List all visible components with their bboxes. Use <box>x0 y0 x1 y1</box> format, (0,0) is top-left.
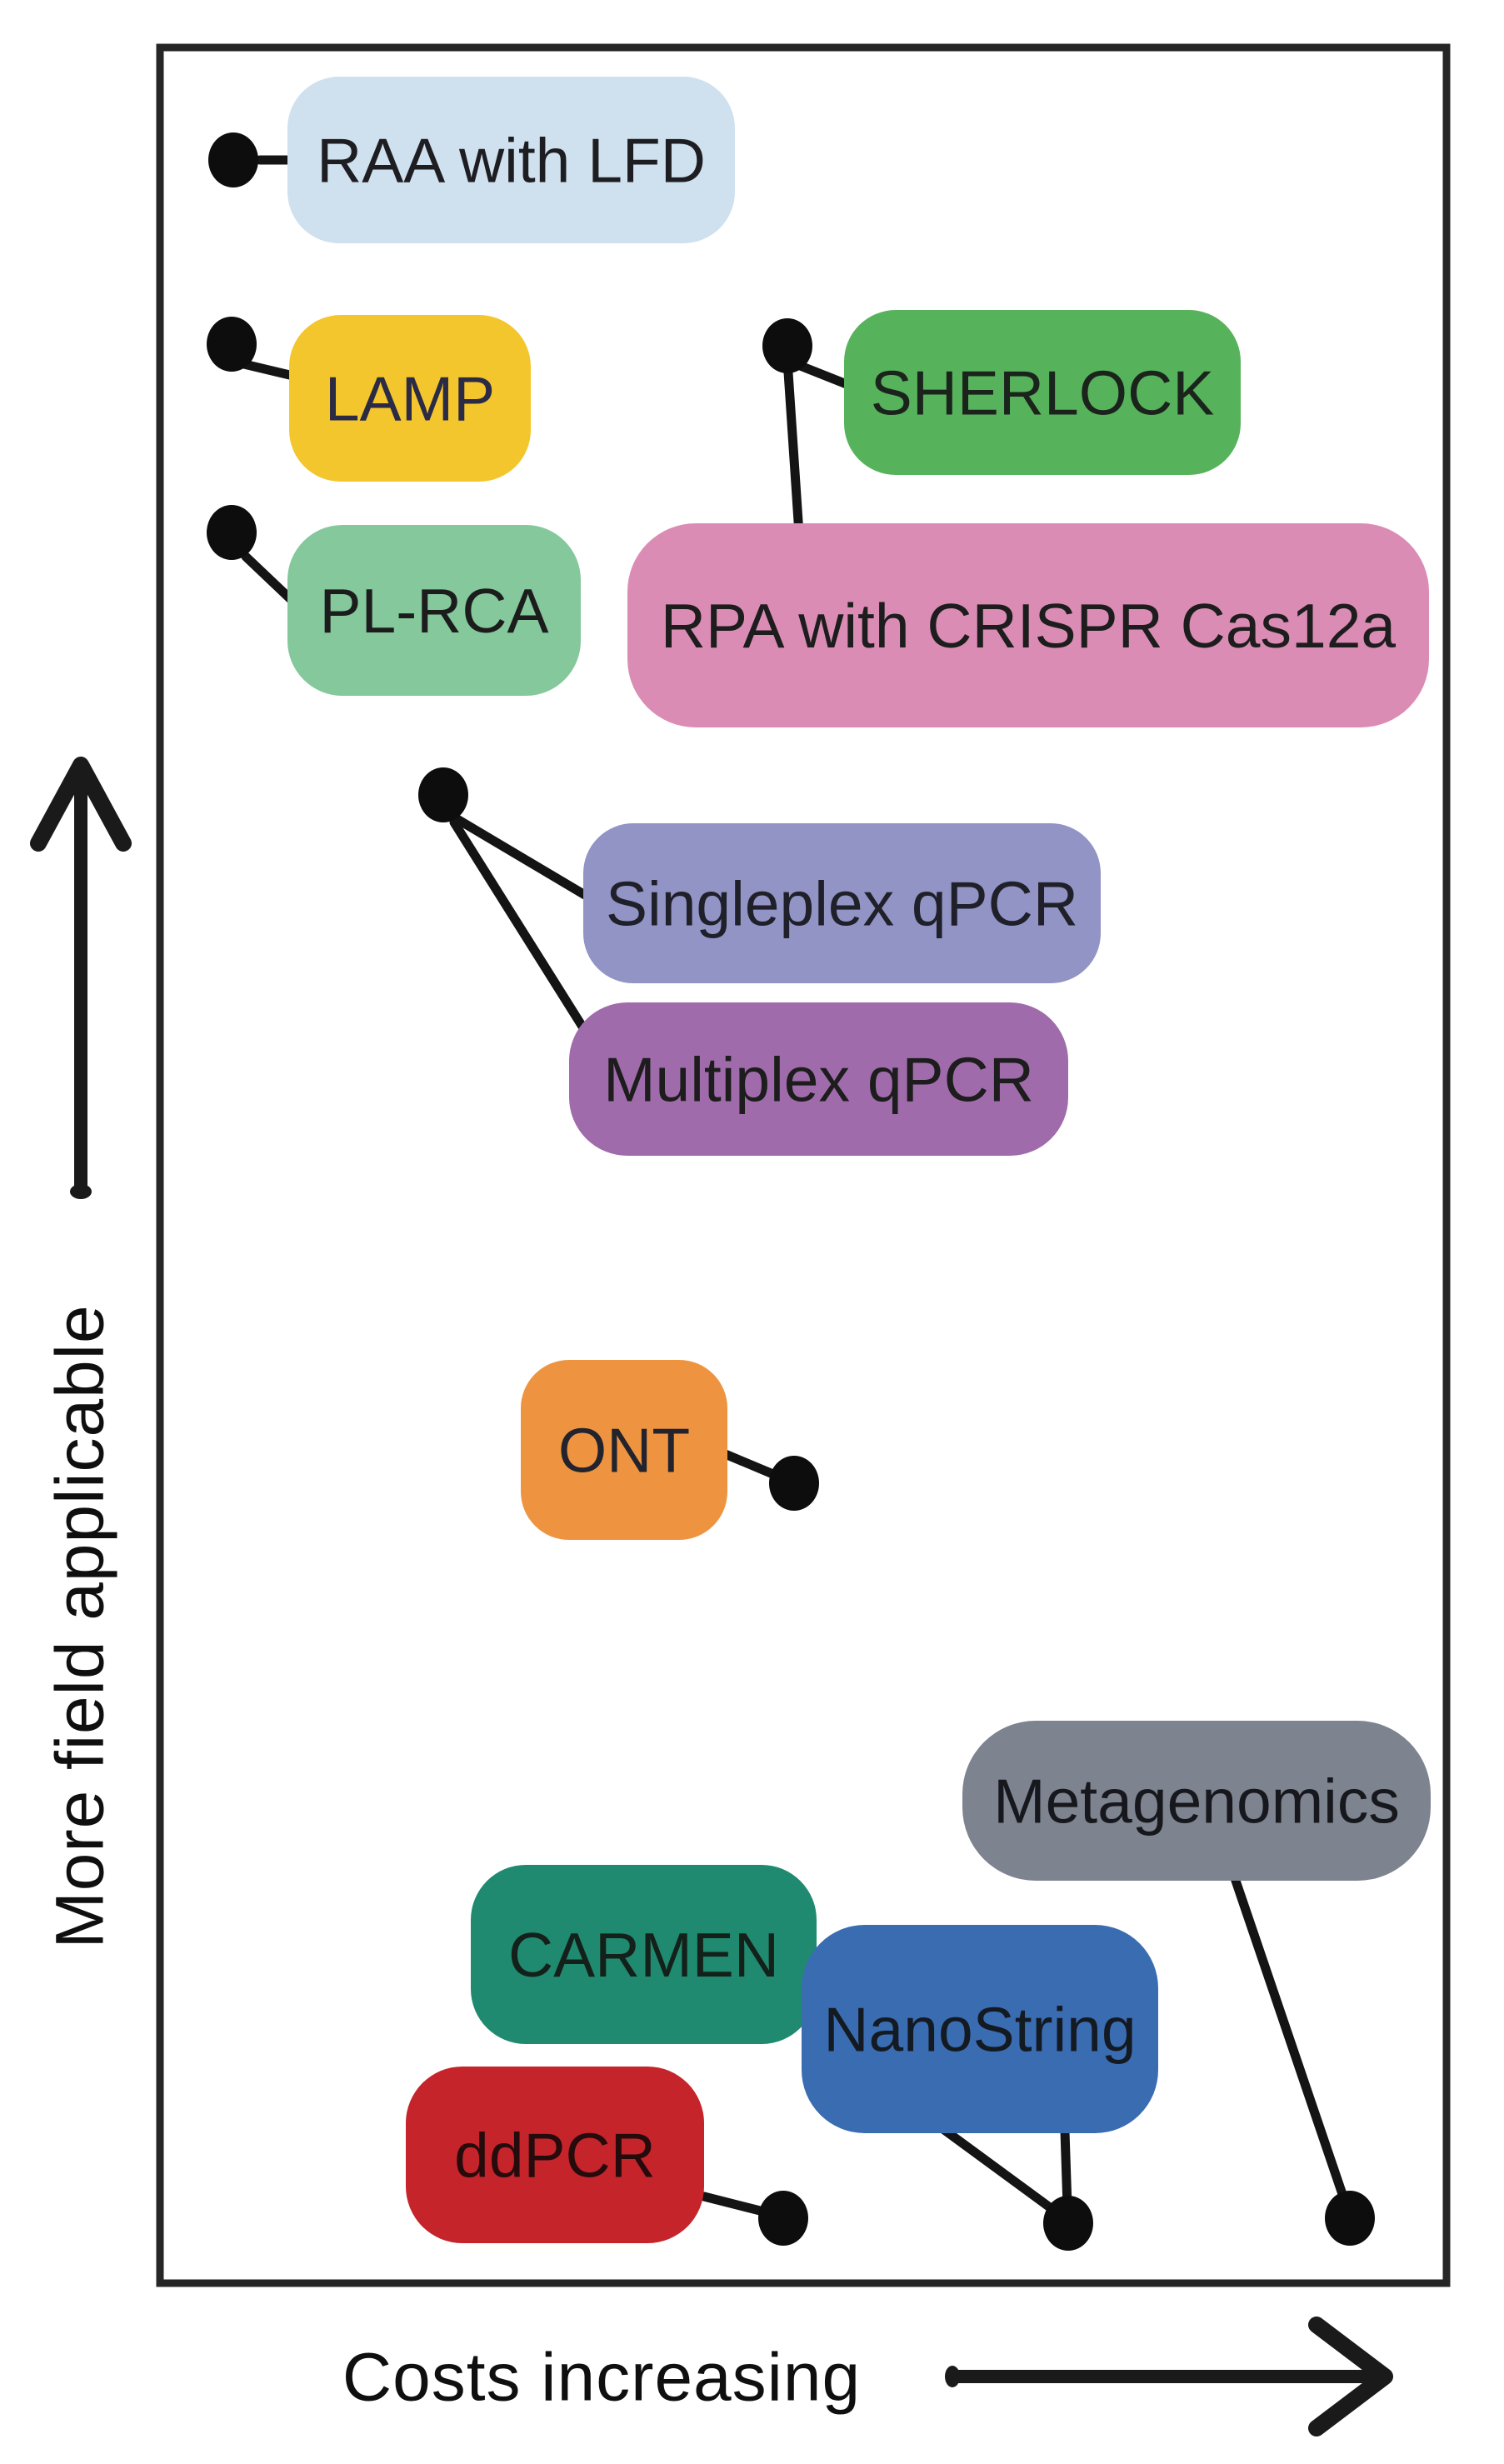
node-label-metagenomics: Metagenomics <box>993 1766 1400 1836</box>
node-label-ddpcr: ddPCR <box>454 2120 656 2190</box>
connector-line-metagenomics-0 <box>1230 1873 1348 2202</box>
node-box-nanostring <box>802 1925 1158 2133</box>
marker-dot-ddpcr <box>758 2191 808 2246</box>
marker-dot-pl-rca <box>207 505 257 560</box>
y-axis-arrow <box>30 757 132 1199</box>
x-axis-arrow-head-icon <box>1308 2317 1393 2437</box>
marker-dot-singleplex-qpcr <box>418 767 468 822</box>
node-label-nanostring: NanoString <box>823 1994 1136 2064</box>
node-label-pl-rca: PL-RCA <box>319 576 548 646</box>
y-axis-label: More field applicable <box>42 1304 118 1948</box>
connector-line-singleplex-qpcr-0 <box>451 813 598 905</box>
node-box-ddpcr <box>406 2067 704 2243</box>
node-box-singleplex-qpcr <box>583 823 1101 983</box>
node-box-raa-with-lfd <box>287 77 735 243</box>
node-label-singleplex-qpcr: Singleplex qPCR <box>606 868 1078 938</box>
node-label-multiplex-qpcr: Multiplex qPCR <box>603 1044 1034 1114</box>
node-box-sherlock <box>844 310 1241 475</box>
marker-dot-metagenomics <box>1325 2191 1375 2246</box>
node-box-rpa-crispr-cas12a <box>627 523 1429 727</box>
node-box-carmen <box>471 1865 817 2044</box>
node-box-lamp <box>289 315 531 482</box>
node-label-sherlock: SHERLOCK <box>871 357 1215 427</box>
x-axis-arrow-tail <box>945 2366 960 2387</box>
marker-dots-layer <box>207 132 1375 2251</box>
node-label-raa-with-lfd: RAA with LFD <box>317 125 706 195</box>
node-box-ont <box>521 1360 727 1540</box>
connector-line-lamp-0 <box>239 359 302 382</box>
node-label-carmen: CARMEN <box>508 1920 779 1990</box>
connector-line-ddpcr-0 <box>699 2192 775 2218</box>
x-axis-arrow <box>945 2317 1393 2437</box>
connector-line-nanostring-0 <box>1060 2127 1072 2212</box>
marker-dot-lamp <box>207 317 257 372</box>
node-boxes-layer <box>287 77 1431 2243</box>
node-box-multiplex-qpcr <box>569 1002 1068 1156</box>
x-axis-label: Costs increasing <box>342 2340 861 2416</box>
marker-dot-nanostring <box>1043 2196 1093 2251</box>
connector-line-ont-0 <box>718 1448 780 1480</box>
y-axis-arrow-tail <box>70 1184 92 1199</box>
node-box-pl-rca <box>287 525 581 696</box>
node-label-ont: ONT <box>558 1415 690 1485</box>
y-axis-arrow-head-icon <box>30 757 132 852</box>
node-box-metagenomics <box>962 1721 1431 1881</box>
node-label-lamp: LAMP <box>325 363 495 433</box>
connector-line-pl-rca-0 <box>241 552 300 608</box>
marker-dot-raa-with-lfd <box>208 132 258 187</box>
node-label-rpa-crispr-cas12a: RPA with CRISPR Cas12a <box>661 591 1397 661</box>
marker-dot-ont <box>769 1456 819 1511</box>
node-labels-layer: RAA with LFD LAMP SHERLOCK PL-RCA RPA with C… <box>317 125 1400 2190</box>
connector-line-singleplex-qpcr-1 <box>449 817 592 1038</box>
marker-dot-sherlock <box>762 318 812 373</box>
